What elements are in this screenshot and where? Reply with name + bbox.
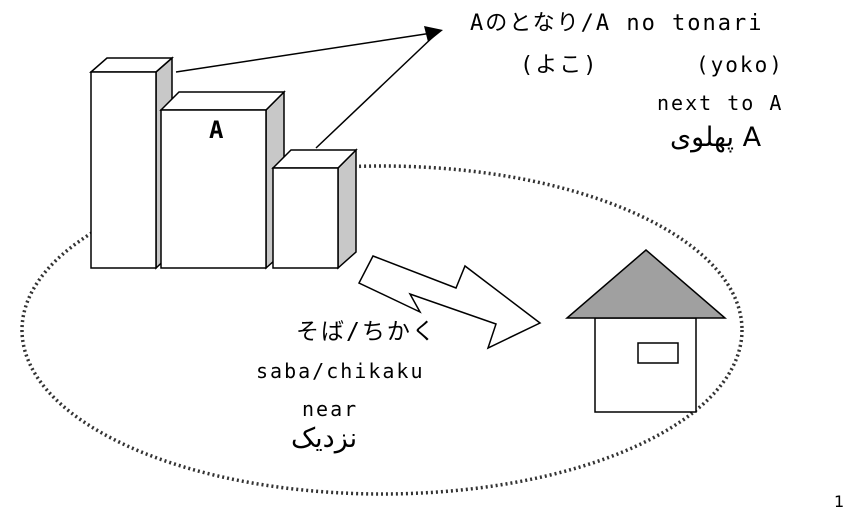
building-a-label: A xyxy=(209,116,226,144)
next-to-english: next to A xyxy=(657,91,784,115)
near-block-arrow xyxy=(357,255,542,350)
near-romaji: saba/chikaku xyxy=(256,359,425,383)
house xyxy=(564,249,728,413)
near-english: near xyxy=(302,397,359,421)
next-to-reading-romaji: (yoko) xyxy=(696,53,784,77)
next-to-persian: پهلوی A xyxy=(670,122,762,153)
near-japanese: そば/ちかく xyxy=(296,319,437,345)
building-a xyxy=(159,90,286,270)
building-left xyxy=(89,56,174,270)
next-to-line1: Aのとなり/A no tonari xyxy=(470,11,764,36)
house-window xyxy=(637,342,679,364)
near-region-ellipse xyxy=(20,164,744,496)
page-number: 1 xyxy=(834,492,843,511)
next-to-reading-jp: (よこ) xyxy=(520,53,599,78)
near-persian: نزدیک xyxy=(291,423,358,454)
next-to-arrows xyxy=(175,26,443,149)
building-small xyxy=(271,148,358,270)
